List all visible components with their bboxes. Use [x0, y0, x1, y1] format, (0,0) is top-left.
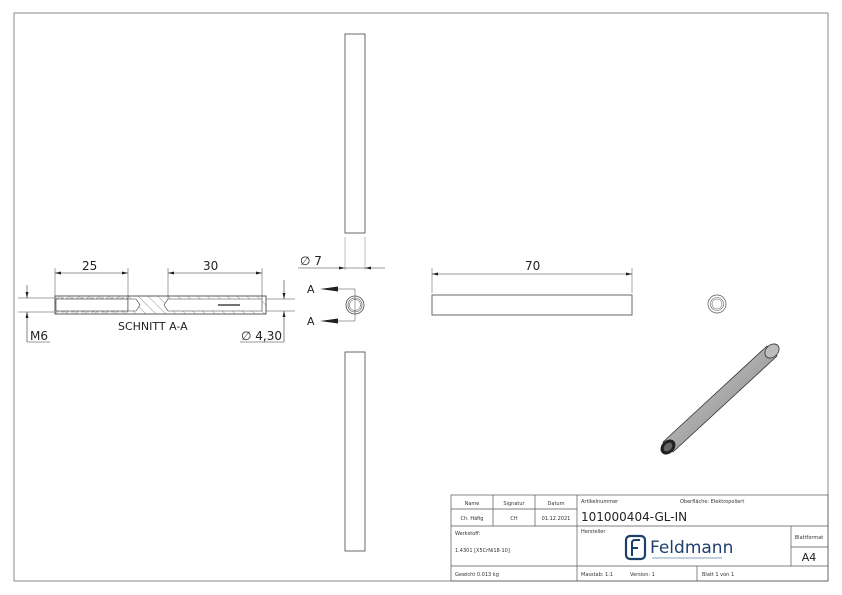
front-view [298, 33, 385, 552]
section-marker-top: A [307, 283, 315, 296]
value-datum: 01.12.2021 [542, 516, 571, 522]
hersteller-label: Hersteller [581, 529, 606, 535]
artikelnummer-label: Artikelnummer [581, 499, 619, 505]
outer-diameter-label: ∅ 7 [300, 254, 322, 268]
sheet-frame [13, 12, 829, 582]
blattformat-label: Blattformat [795, 535, 824, 541]
length-label: 70 [525, 259, 540, 273]
thread-label: M6 [30, 329, 48, 343]
bore-diameter-label: ∅ 4,30 [241, 329, 282, 343]
massstab-value: Masstab: 1:1 [581, 572, 613, 578]
gewicht-value: Gewicht 0.013 kg [455, 572, 499, 578]
isometric-rod-image [660, 343, 780, 455]
dim-30-label: 30 [203, 259, 218, 273]
header-signatur: Signatur [503, 501, 525, 507]
value-signatur: CH [510, 516, 517, 522]
artikelnummer-value: 101000404-GL-IN [581, 510, 687, 524]
blatt-value: Blatt 1 von 1 [702, 572, 734, 578]
header-name: Name [465, 501, 480, 507]
blattformat-value: A4 [802, 551, 817, 564]
header-datum: Datum [548, 501, 565, 507]
title-block [450, 494, 829, 582]
section-title: SCHNITT A-A [118, 320, 188, 333]
werkstoff-label: Werkstoff: [455, 531, 481, 537]
dim-25-label: 25 [82, 259, 97, 273]
werkstoff-value: 1.4301 [X5CrNi18-10] [455, 548, 510, 554]
oberflaeche-label: Oberfläche: Elektropoliert [680, 499, 744, 505]
logo-text: Feldmann [650, 538, 733, 558]
version-value: Version: 1 [630, 572, 655, 578]
section-view [18, 268, 295, 343]
feldmann-logo-icon [624, 534, 647, 561]
value-name: Ch. Häfig [461, 516, 484, 522]
side-view [431, 268, 727, 316]
section-marker-bottom: A [307, 315, 315, 328]
